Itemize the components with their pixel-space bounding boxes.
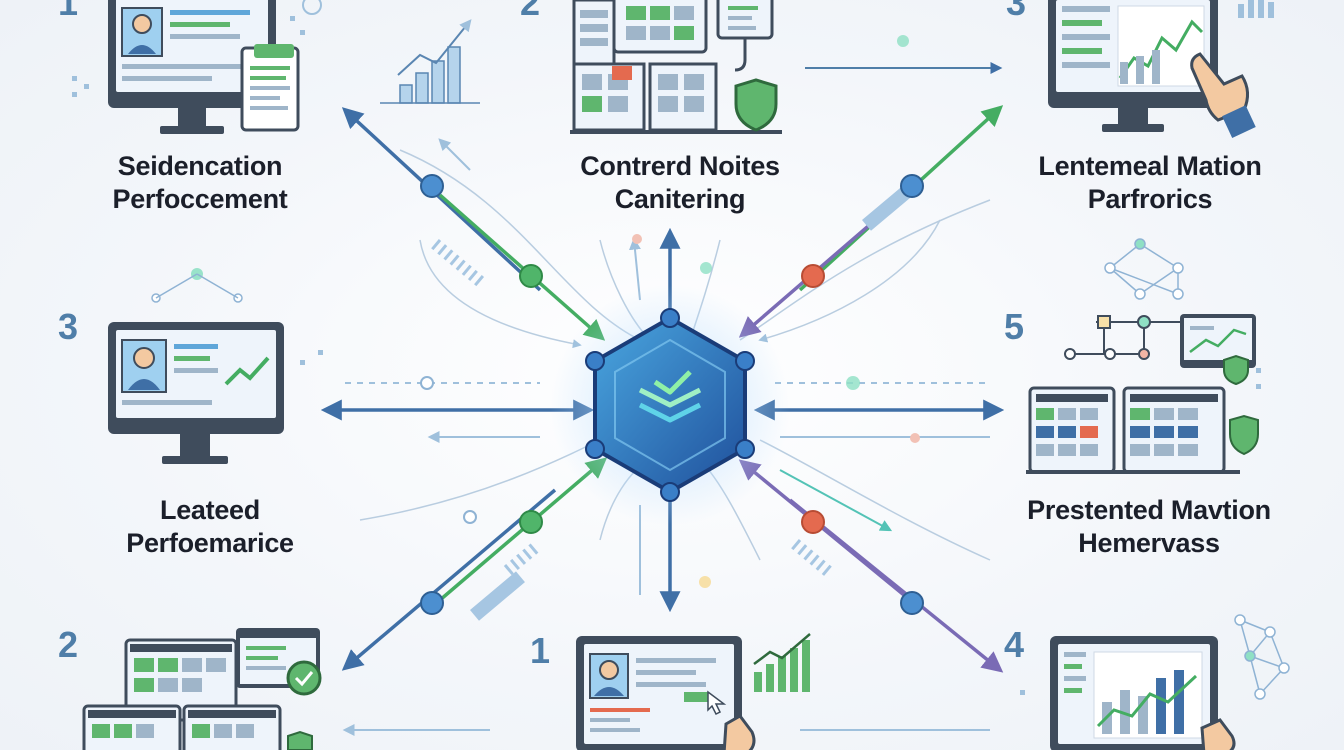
node-5-label-line1: Prestented Mavtion bbox=[1027, 495, 1271, 525]
node-6-dashboard[interactable] bbox=[82, 628, 322, 750]
node-2-dashboard[interactable] bbox=[570, 0, 782, 134]
connector-dots bbox=[151, 35, 924, 615]
dot-green bbox=[519, 510, 543, 534]
step-number-n2: 2 bbox=[520, 0, 541, 23]
dot-blue bbox=[420, 174, 444, 198]
node-4-label-line1: Leateed bbox=[160, 495, 260, 525]
node-8-monitor[interactable] bbox=[1050, 636, 1236, 750]
dot-blue bbox=[420, 591, 444, 615]
network-graph-icon bbox=[1104, 238, 1184, 300]
growth-chart-icon bbox=[753, 633, 811, 692]
step-number-n7: 1 bbox=[530, 630, 551, 671]
secondary-arrows bbox=[342, 62, 1003, 736]
node-4-label-line2: Perfoemarice bbox=[126, 528, 294, 558]
decorative-dots bbox=[72, 0, 1261, 695]
step-number-n4: 3 bbox=[58, 306, 79, 347]
step-number-n8: 4 bbox=[1004, 624, 1025, 665]
node-2-label-line1: Contrerd Noites bbox=[580, 151, 780, 181]
step-number-n5: 5 bbox=[1004, 306, 1025, 347]
node-1-label-line1: Seidencation bbox=[117, 151, 283, 181]
network-graph-icon bbox=[1234, 614, 1290, 700]
document-icon bbox=[240, 44, 300, 132]
node-1-monitor[interactable] bbox=[108, 0, 300, 134]
dot-red bbox=[801, 510, 825, 534]
node-2-label-line2: Canitering bbox=[614, 184, 746, 214]
pointing-hand-icon bbox=[1190, 52, 1256, 138]
dot-blue bbox=[900, 591, 924, 615]
arrow-to-n1 bbox=[341, 107, 542, 292]
arrow-n8-to-hub bbox=[738, 459, 912, 602]
arrow-n6-to-hub bbox=[438, 457, 608, 602]
node-5-label-line2: Hemervass bbox=[1078, 528, 1220, 558]
node-3-monitor[interactable] bbox=[1048, 0, 1256, 138]
node-4-label: Leateed Perfoemarice bbox=[90, 494, 330, 560]
mini-bar-icon bbox=[1238, 0, 1274, 18]
node-2-label: Contrerd Noites Canitering bbox=[530, 150, 830, 216]
dot-green bbox=[519, 264, 543, 288]
hexagon-hub-icon[interactable] bbox=[550, 285, 790, 525]
arrow-n1-to-hub bbox=[438, 193, 606, 341]
flow-connector-icon bbox=[1064, 315, 1180, 360]
node-5-network[interactable] bbox=[1026, 238, 1259, 474]
step-number-n6: 2 bbox=[58, 624, 79, 665]
node-1-label: Seidencation Perfoccement bbox=[70, 150, 330, 216]
node-5-label: Prestented Mavtion Hemervass bbox=[996, 494, 1302, 560]
clipboard-icon bbox=[716, 0, 774, 72]
node-1-label-line2: Perfoccement bbox=[112, 184, 288, 214]
node-3-label-line2: Parfrorics bbox=[1087, 184, 1213, 214]
node-7-monitor[interactable] bbox=[576, 636, 756, 750]
step-number-n1: 1 bbox=[58, 0, 79, 23]
step-number-n3: 3 bbox=[1006, 0, 1027, 23]
node-3-label: Lentemeal Mation Parfrorics bbox=[1000, 150, 1300, 216]
dot-red bbox=[801, 264, 825, 288]
dot-blue bbox=[900, 174, 924, 198]
node-3-label-line1: Lentemeal Mation bbox=[1038, 151, 1262, 181]
shield-icon bbox=[734, 78, 778, 132]
node-4-monitor[interactable] bbox=[108, 322, 284, 464]
layers-icon bbox=[638, 370, 702, 423]
bar-chart-icon bbox=[380, 19, 480, 104]
